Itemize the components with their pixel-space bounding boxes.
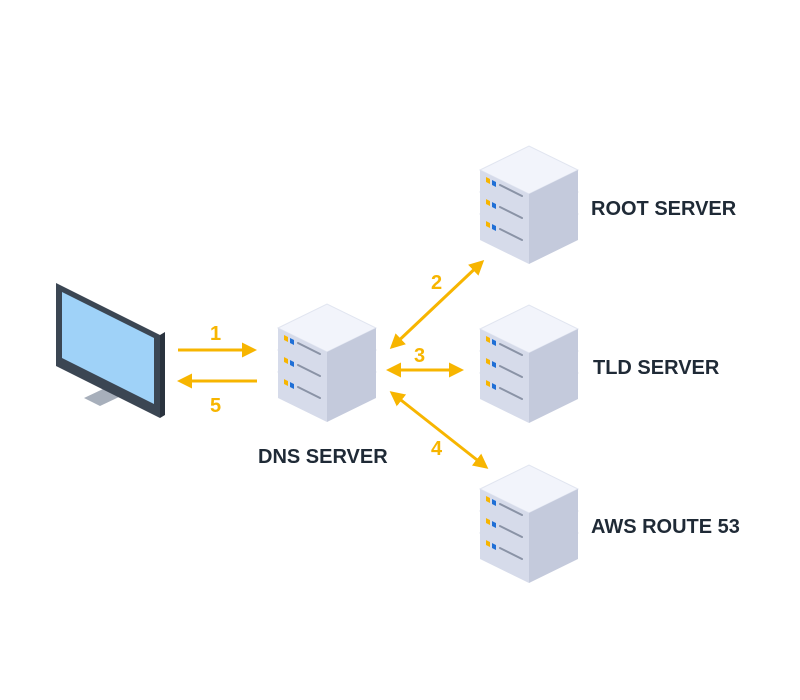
root-server-icon [479,145,579,265]
route53-server-icon [479,464,579,584]
request-arrows [177,259,489,469]
step-label-5: 5 [210,395,221,417]
route53-label: AWS ROUTE 53 [591,516,740,538]
dns-server-label: DNS SERVER [258,446,388,468]
step-label-1: 1 [210,323,221,345]
arrow-step-4 [389,391,489,469]
tld-server-label: TLD SERVER [593,357,720,379]
step-label-3: 3 [414,345,425,367]
desktop-monitor-icon [56,283,165,418]
dns-server-icon [277,303,377,423]
monitor-bezel [160,332,165,418]
step-label-4: 4 [431,438,443,460]
root-server-label: ROOT SERVER [591,198,737,220]
step-label-2: 2 [431,272,442,294]
arrow-step-2 [389,259,485,350]
tld-server-icon [479,304,579,424]
monitor-screen [62,292,154,404]
